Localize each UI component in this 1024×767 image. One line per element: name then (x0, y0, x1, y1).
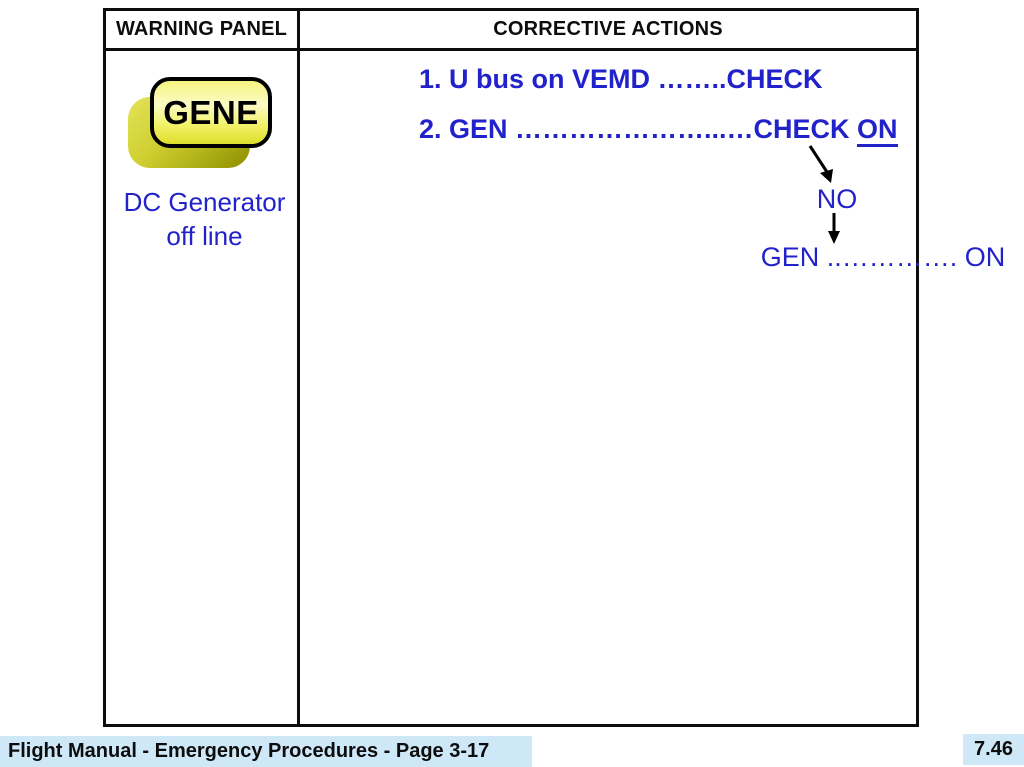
action-step-1: 1. U bus on VEMD ……..CHECK (419, 64, 823, 94)
warning-description: DC Generator off line (109, 185, 300, 253)
warning-description-line1: DC Generator (123, 187, 286, 217)
column-divider (297, 11, 300, 724)
warning-light-label: GENE (150, 77, 272, 148)
action-step-2-text: 2. GEN …………………...…CHECK (419, 114, 858, 144)
warning-description-line2: off line (166, 221, 243, 251)
warning-light: GENE (128, 77, 275, 172)
arrow-down-right-icon (808, 145, 833, 183)
header-separator (106, 48, 916, 51)
arrow-down-icon (828, 213, 840, 244)
warning-panel-header: WARNING PANEL (115, 18, 288, 40)
footer-title: Flight Manual - Emergency Procedures - P… (0, 736, 532, 767)
procedure-table: WARNING PANEL CORRECTIVE ACTIONS GENE DC… (103, 8, 1005, 727)
action-step-2: 2. GEN …………………...…CHECK ON (419, 114, 898, 147)
footer-page-number: 7.46 (963, 734, 1024, 765)
gen-on-line: GEN ..…………. ON (760, 242, 1006, 272)
corrective-actions-header: CORRECTIVE ACTIONS (493, 18, 723, 40)
no-branch-label: NO (816, 184, 858, 214)
action-step-2-on: ON (857, 114, 898, 147)
